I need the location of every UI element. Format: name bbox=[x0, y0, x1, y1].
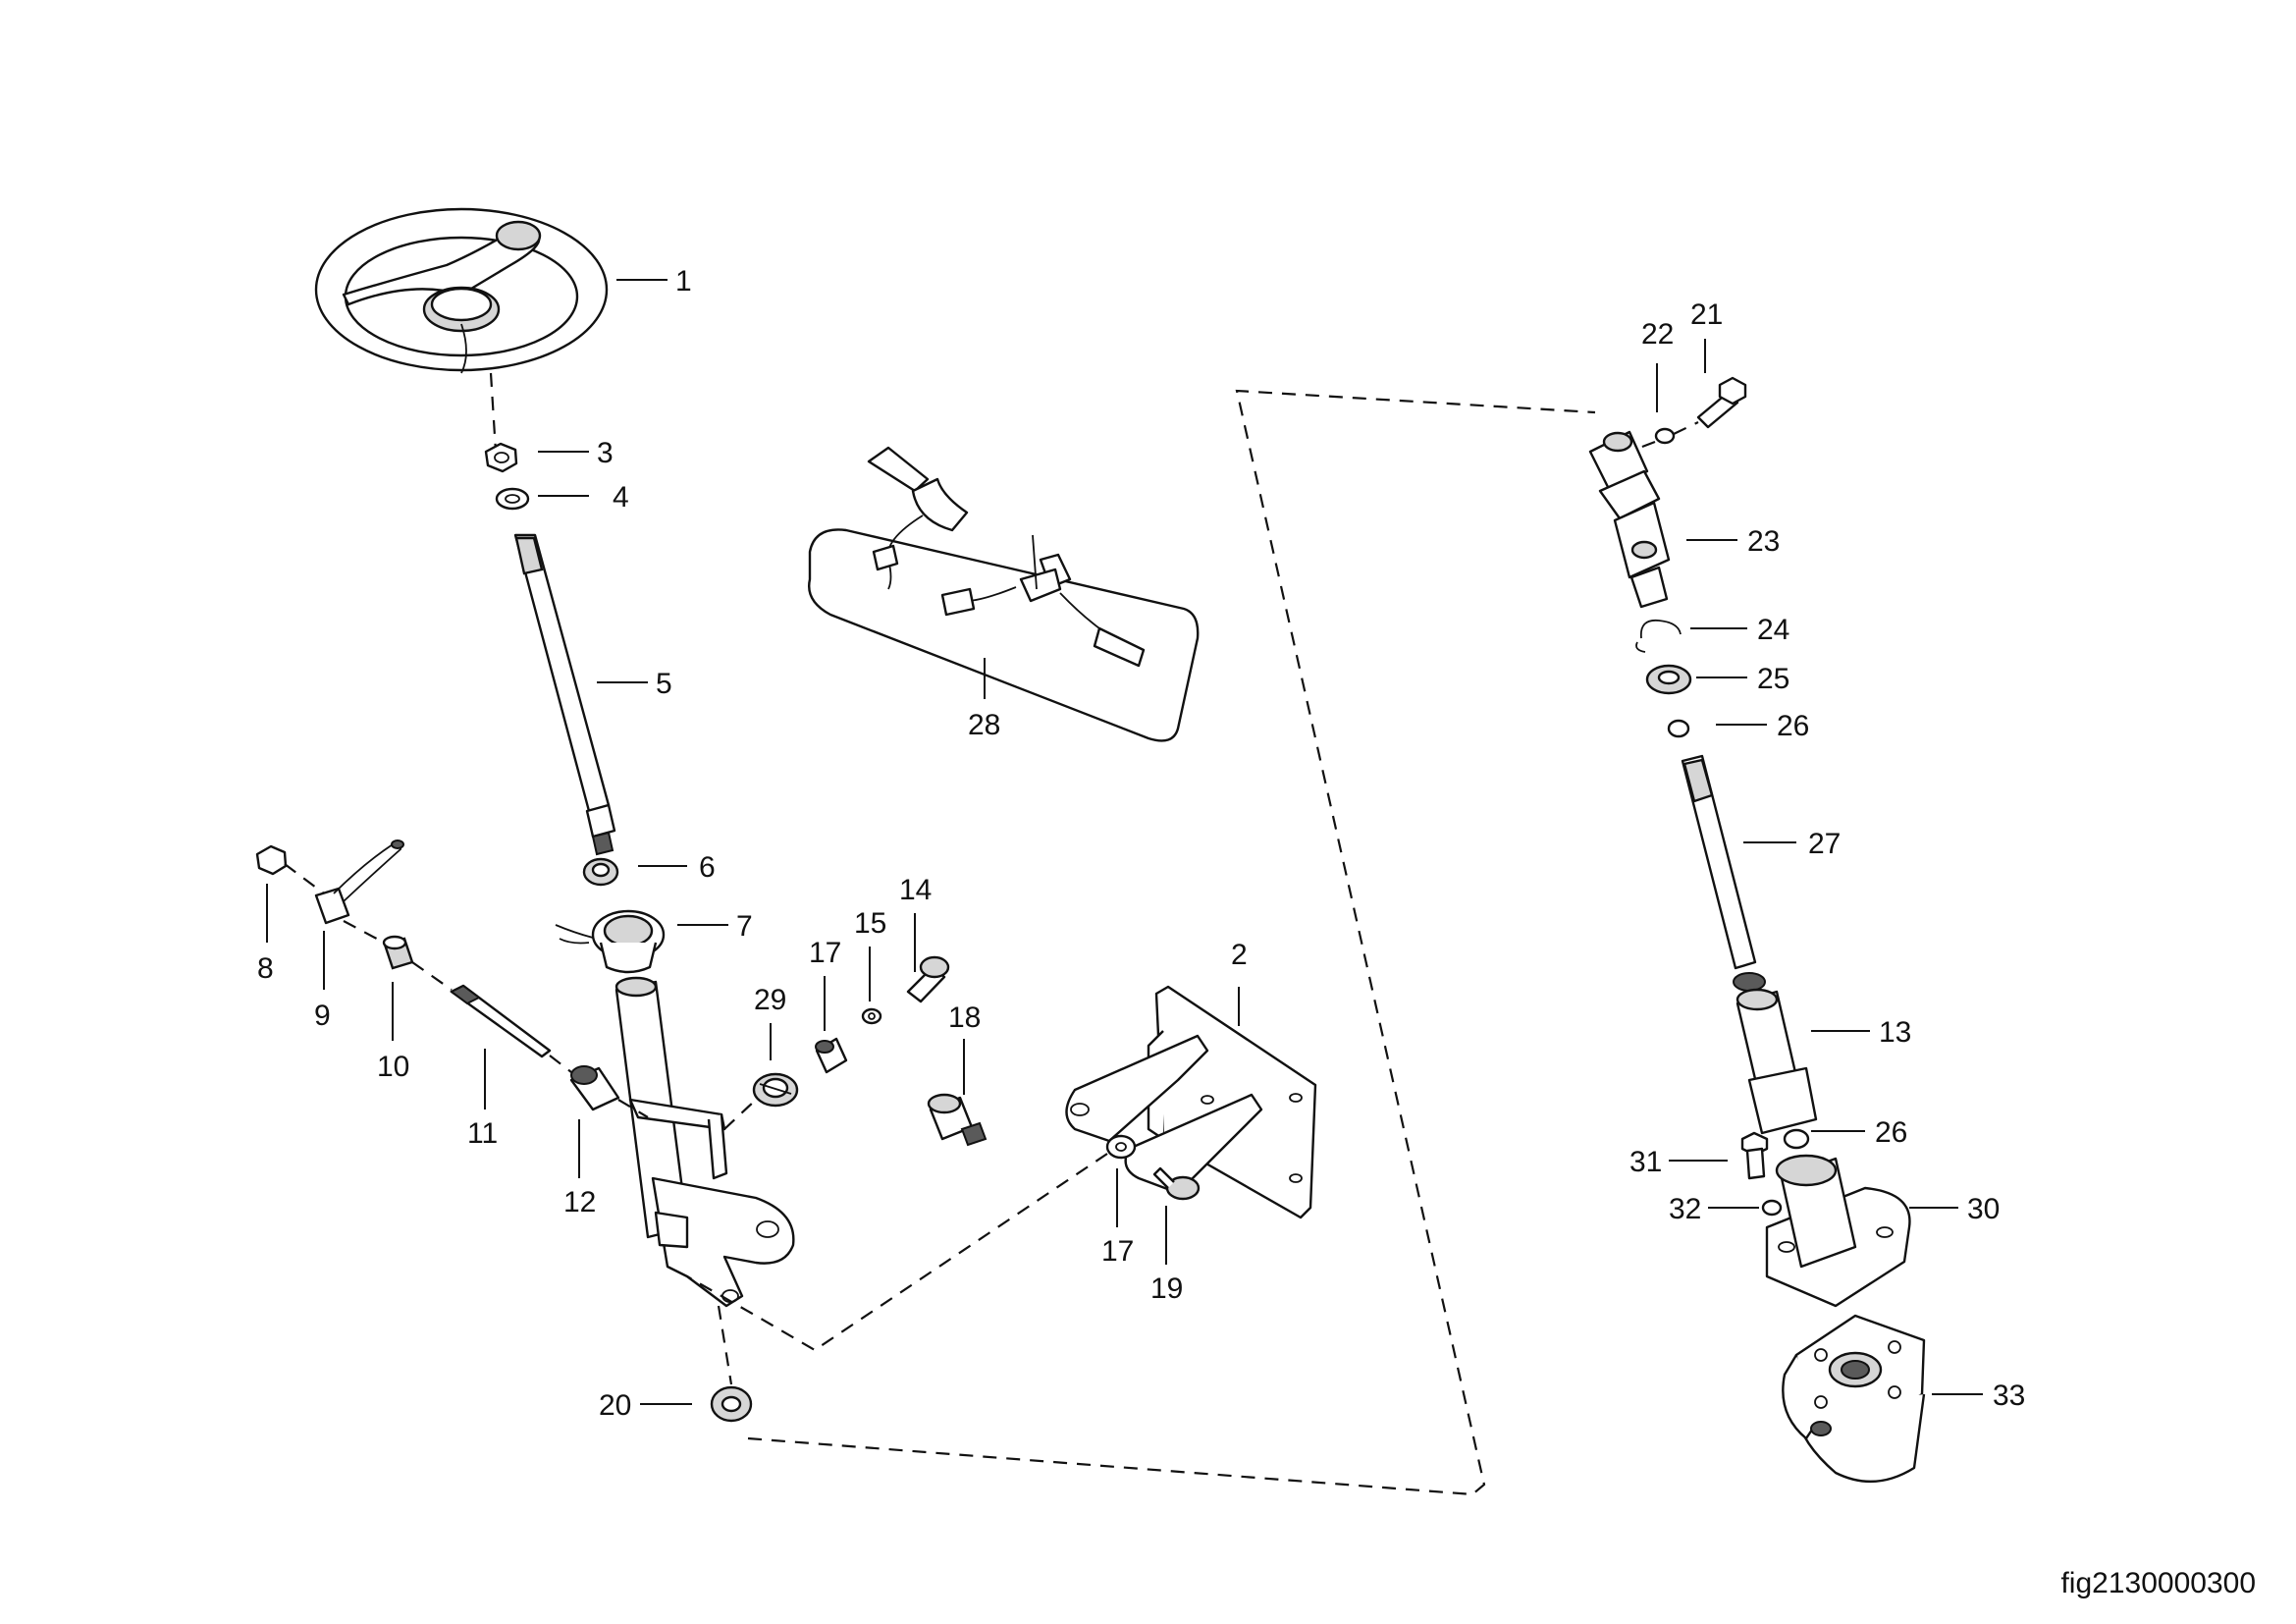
callout-5: 5 bbox=[656, 668, 672, 700]
callout-6: 6 bbox=[699, 851, 716, 884]
callout-20: 20 bbox=[599, 1389, 631, 1422]
callout-31: 31 bbox=[1629, 1146, 1662, 1178]
bushing-small bbox=[815, 1037, 848, 1074]
mounting-flange bbox=[1765, 1154, 1911, 1308]
mount-bolt bbox=[1740, 1131, 1769, 1180]
callout-17b: 17 bbox=[1101, 1235, 1134, 1268]
callout-30: 30 bbox=[1967, 1193, 2000, 1225]
snap-ring bbox=[1635, 619, 1682, 653]
callout-10: 10 bbox=[377, 1051, 409, 1083]
callout-13: 13 bbox=[1879, 1016, 1911, 1049]
bracket-bolt bbox=[1152, 1166, 1201, 1201]
callout-9: 9 bbox=[314, 1000, 331, 1032]
washer-small bbox=[861, 1007, 882, 1025]
spacer bbox=[382, 935, 414, 970]
callout-7: 7 bbox=[736, 910, 753, 943]
spacer-pin bbox=[927, 1093, 988, 1147]
callout-29: 29 bbox=[754, 984, 786, 1016]
lock-washer bbox=[1654, 427, 1676, 445]
hex-bolt bbox=[1696, 376, 1747, 429]
bushing-with-wire bbox=[555, 909, 666, 974]
bearing bbox=[582, 857, 619, 887]
callout-labels: 1 2 3 4 5 6 7 8 9 10 11 12 13 14 15 17 1… bbox=[257, 265, 2025, 1422]
bolt bbox=[906, 955, 950, 1003]
figure-code: fig2130000300 bbox=[2060, 1567, 2256, 1599]
threaded-rod bbox=[450, 984, 552, 1058]
nut bbox=[484, 442, 518, 473]
lower-bearing bbox=[710, 1385, 753, 1423]
callout-27: 27 bbox=[1808, 828, 1841, 860]
circlip-upper bbox=[1667, 719, 1690, 738]
washer-bracket bbox=[1105, 1134, 1137, 1160]
callout-18: 18 bbox=[948, 1001, 981, 1034]
switch-with-wire bbox=[314, 839, 404, 925]
callout-17a: 17 bbox=[809, 937, 841, 969]
callout-26b: 26 bbox=[1875, 1116, 1907, 1149]
callout-11: 11 bbox=[467, 1117, 498, 1150]
callout-22: 22 bbox=[1641, 318, 1674, 351]
shaft-sleeve bbox=[1733, 972, 1818, 1135]
steering-unit bbox=[1782, 1314, 1926, 1483]
mount-washer bbox=[1761, 1199, 1783, 1217]
callout-19: 19 bbox=[1150, 1272, 1183, 1305]
washer bbox=[495, 487, 530, 511]
callout-24: 24 bbox=[1757, 614, 1789, 646]
leader-lines bbox=[266, 279, 1983, 1405]
callout-21: 21 bbox=[1690, 298, 1723, 331]
callout-25: 25 bbox=[1757, 663, 1789, 695]
callout-14: 14 bbox=[899, 874, 932, 906]
callout-3: 3 bbox=[597, 437, 614, 469]
hex-nut bbox=[255, 844, 288, 876]
callout-12: 12 bbox=[563, 1186, 596, 1218]
steering-wheel bbox=[314, 207, 609, 374]
rubber-bushing bbox=[752, 1072, 799, 1108]
callout-8: 8 bbox=[257, 952, 274, 985]
callout-33: 33 bbox=[1993, 1380, 2025, 1412]
circlip-lower bbox=[1783, 1128, 1810, 1150]
callout-23: 23 bbox=[1747, 525, 1780, 558]
callout-4: 4 bbox=[613, 481, 629, 514]
knob bbox=[569, 1065, 620, 1111]
callout-26a: 26 bbox=[1777, 710, 1809, 742]
universal-joint bbox=[1588, 430, 1671, 609]
callout-15: 15 bbox=[854, 907, 886, 940]
shaft-bearing bbox=[1645, 664, 1692, 695]
switch-kit-panel bbox=[808, 446, 1200, 742]
callout-32: 32 bbox=[1669, 1193, 1701, 1225]
callout-28: 28 bbox=[968, 709, 1000, 741]
steering-shaft bbox=[513, 533, 616, 856]
callout-2: 2 bbox=[1231, 939, 1248, 971]
lower-shaft bbox=[1681, 754, 1757, 970]
steering-column bbox=[614, 976, 795, 1308]
callout-1: 1 bbox=[675, 265, 692, 298]
